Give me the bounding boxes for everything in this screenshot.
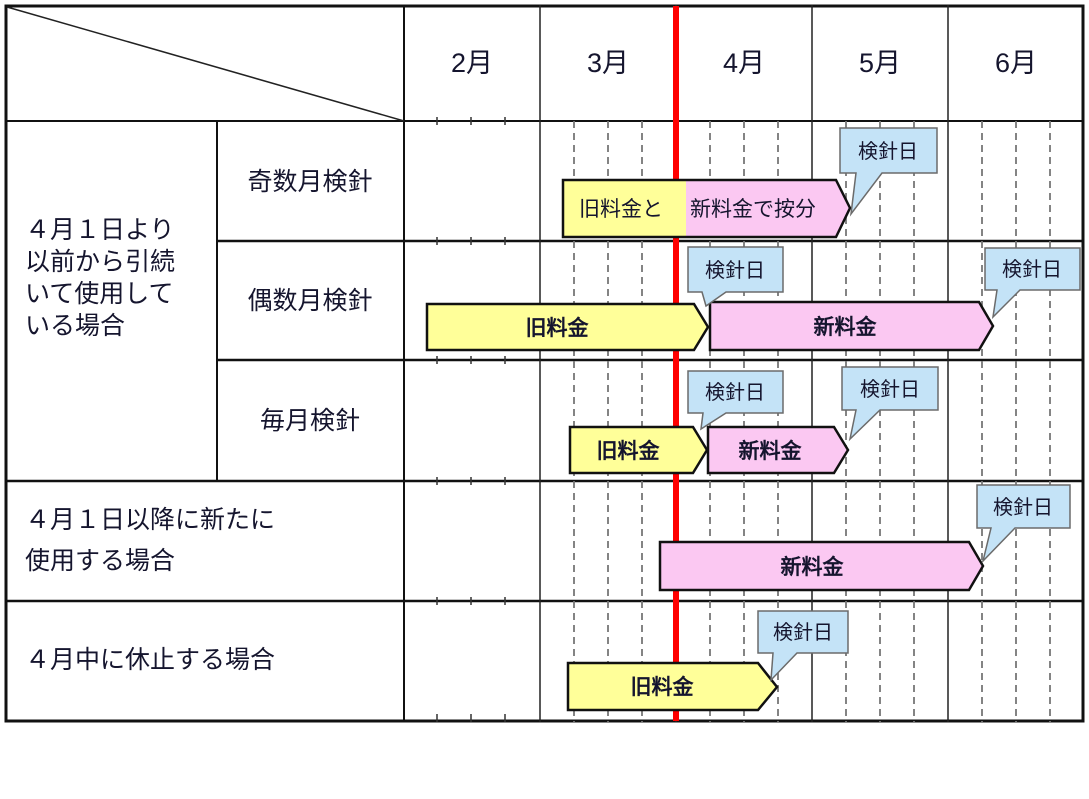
- month-header-feb: 2月: [451, 48, 493, 78]
- month-header-mar: 3月: [587, 48, 629, 78]
- bar-label-new: 新料金: [814, 315, 878, 339]
- row-labels: ４月１日より 以前から引続 いて使用して いる場合 奇数月検針 偶数月検針 毎月…: [25, 168, 373, 674]
- callout-label: 検針日: [705, 381, 765, 404]
- group-label-line: ４月１日より: [25, 216, 175, 244]
- bar-row3-new: [706, 425, 850, 475]
- bar-row1-outline: [561, 178, 852, 239]
- callout-label: 検針日: [1002, 258, 1062, 281]
- group-label-line: いる場合: [25, 312, 125, 340]
- rate-bars: 旧料金と 新料金で按分 旧料金 新料金 旧料金 新料金 新料金 旧料金: [425, 178, 995, 712]
- callout-label: 検針日: [705, 259, 765, 282]
- header-diagonal-line: [6, 6, 405, 122]
- bar-label-old: 旧料金: [631, 675, 695, 699]
- group-label-line: いて使用して: [25, 280, 174, 308]
- callout-row4: [976, 484, 1071, 564]
- month-headers: 2月 3月 4月 5月 6月: [451, 48, 1037, 78]
- february-week-ticks: [436, 117, 506, 722]
- bar-row5-old: [566, 661, 779, 712]
- callout-label: 検針日: [858, 140, 918, 163]
- callout-label: 検針日: [773, 621, 833, 644]
- bar-row2-new: [708, 300, 995, 352]
- callout-row3-old-tip: [687, 370, 784, 431]
- row-label-new-use-line: ４月１日以降に新たに: [25, 506, 275, 534]
- row-label-new-use-line: 使用する場合: [25, 547, 175, 575]
- month-header-jun: 6月: [995, 48, 1037, 78]
- bar-label-new: 新料金: [781, 555, 845, 579]
- group-label-line: 以前から引続: [25, 248, 175, 276]
- row-label-monthly: 毎月検針: [260, 407, 360, 435]
- bar-label-old-and: 旧料金と: [579, 198, 663, 221]
- bar-label-new-prorate: 新料金で按分: [690, 198, 816, 221]
- callout-row1: [839, 127, 938, 217]
- bar-label-old: 旧料金: [526, 316, 590, 340]
- callout-row2-old-tip: [687, 246, 784, 308]
- callout-label: 検針日: [993, 496, 1053, 519]
- callout-row5: [757, 610, 849, 683]
- bar-label-new: 新料金: [739, 439, 803, 463]
- bar-row4-new: [658, 540, 985, 592]
- callout-label: 検針日: [860, 378, 920, 401]
- row-label-odd-month: 奇数月検針: [247, 168, 372, 196]
- callout-row3-new-tip: [841, 366, 939, 442]
- meter-reading-callouts: 検針日 検針日 検針日 検針日 検針日 検針日 検針日: [687, 127, 1081, 683]
- month-header-apr: 4月: [723, 48, 765, 78]
- table-grid: [4, 4, 1085, 723]
- callout-row2-new-tip: [984, 247, 1081, 320]
- bar-label-old: 旧料金: [597, 439, 661, 463]
- bar-row1-new-part: [686, 180, 850, 237]
- row-label-suspend: ４月中に休止する場合: [25, 646, 275, 674]
- bar-row3-old: [568, 425, 709, 475]
- table-outer-border: [4, 4, 1085, 723]
- month-header-may: 5月: [859, 48, 901, 78]
- bar-row2-old: [425, 302, 710, 352]
- row-label-even-month: 偶数月検針: [247, 287, 372, 315]
